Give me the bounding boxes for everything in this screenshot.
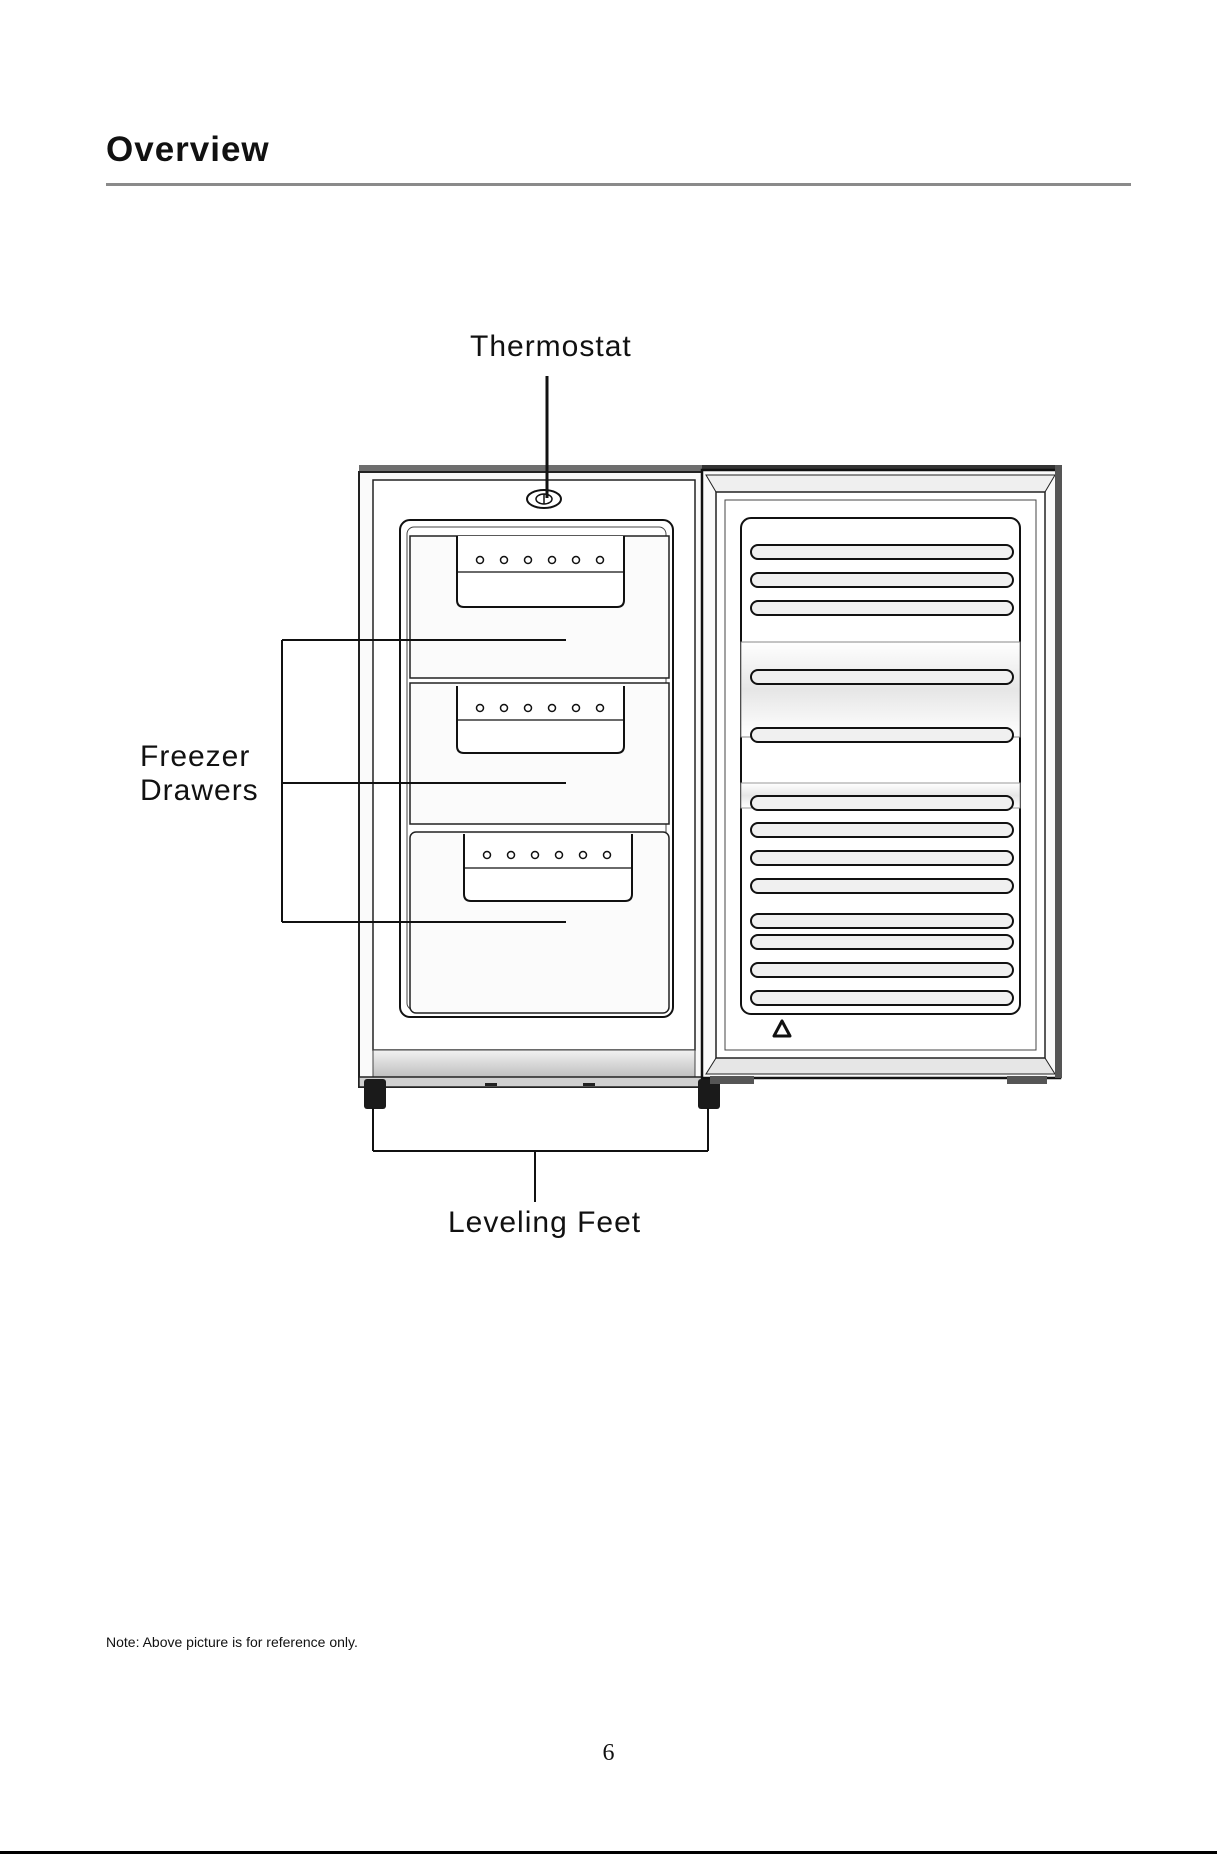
thermostat-label: Thermostat	[470, 330, 632, 364]
freezer-drawer-2	[410, 683, 669, 824]
page-number: 6	[0, 1740, 1217, 1767]
reference-note: Note: Above picture is for reference onl…	[106, 1634, 358, 1650]
thermostat-knob	[527, 490, 561, 508]
freezer-drawers-label-line2: Drawers	[140, 774, 259, 808]
leveling-feet-bracket	[373, 1108, 708, 1202]
freezer-drawers-label: Freezer Drawers	[140, 740, 259, 808]
open-door	[702, 465, 1062, 1084]
leveling-foot-left	[364, 1079, 386, 1109]
freezer-drawer-1	[410, 536, 669, 678]
leveling-feet-label: Leveling Feet	[448, 1206, 641, 1240]
freezer-drawers-label-line1: Freezer	[140, 740, 259, 774]
